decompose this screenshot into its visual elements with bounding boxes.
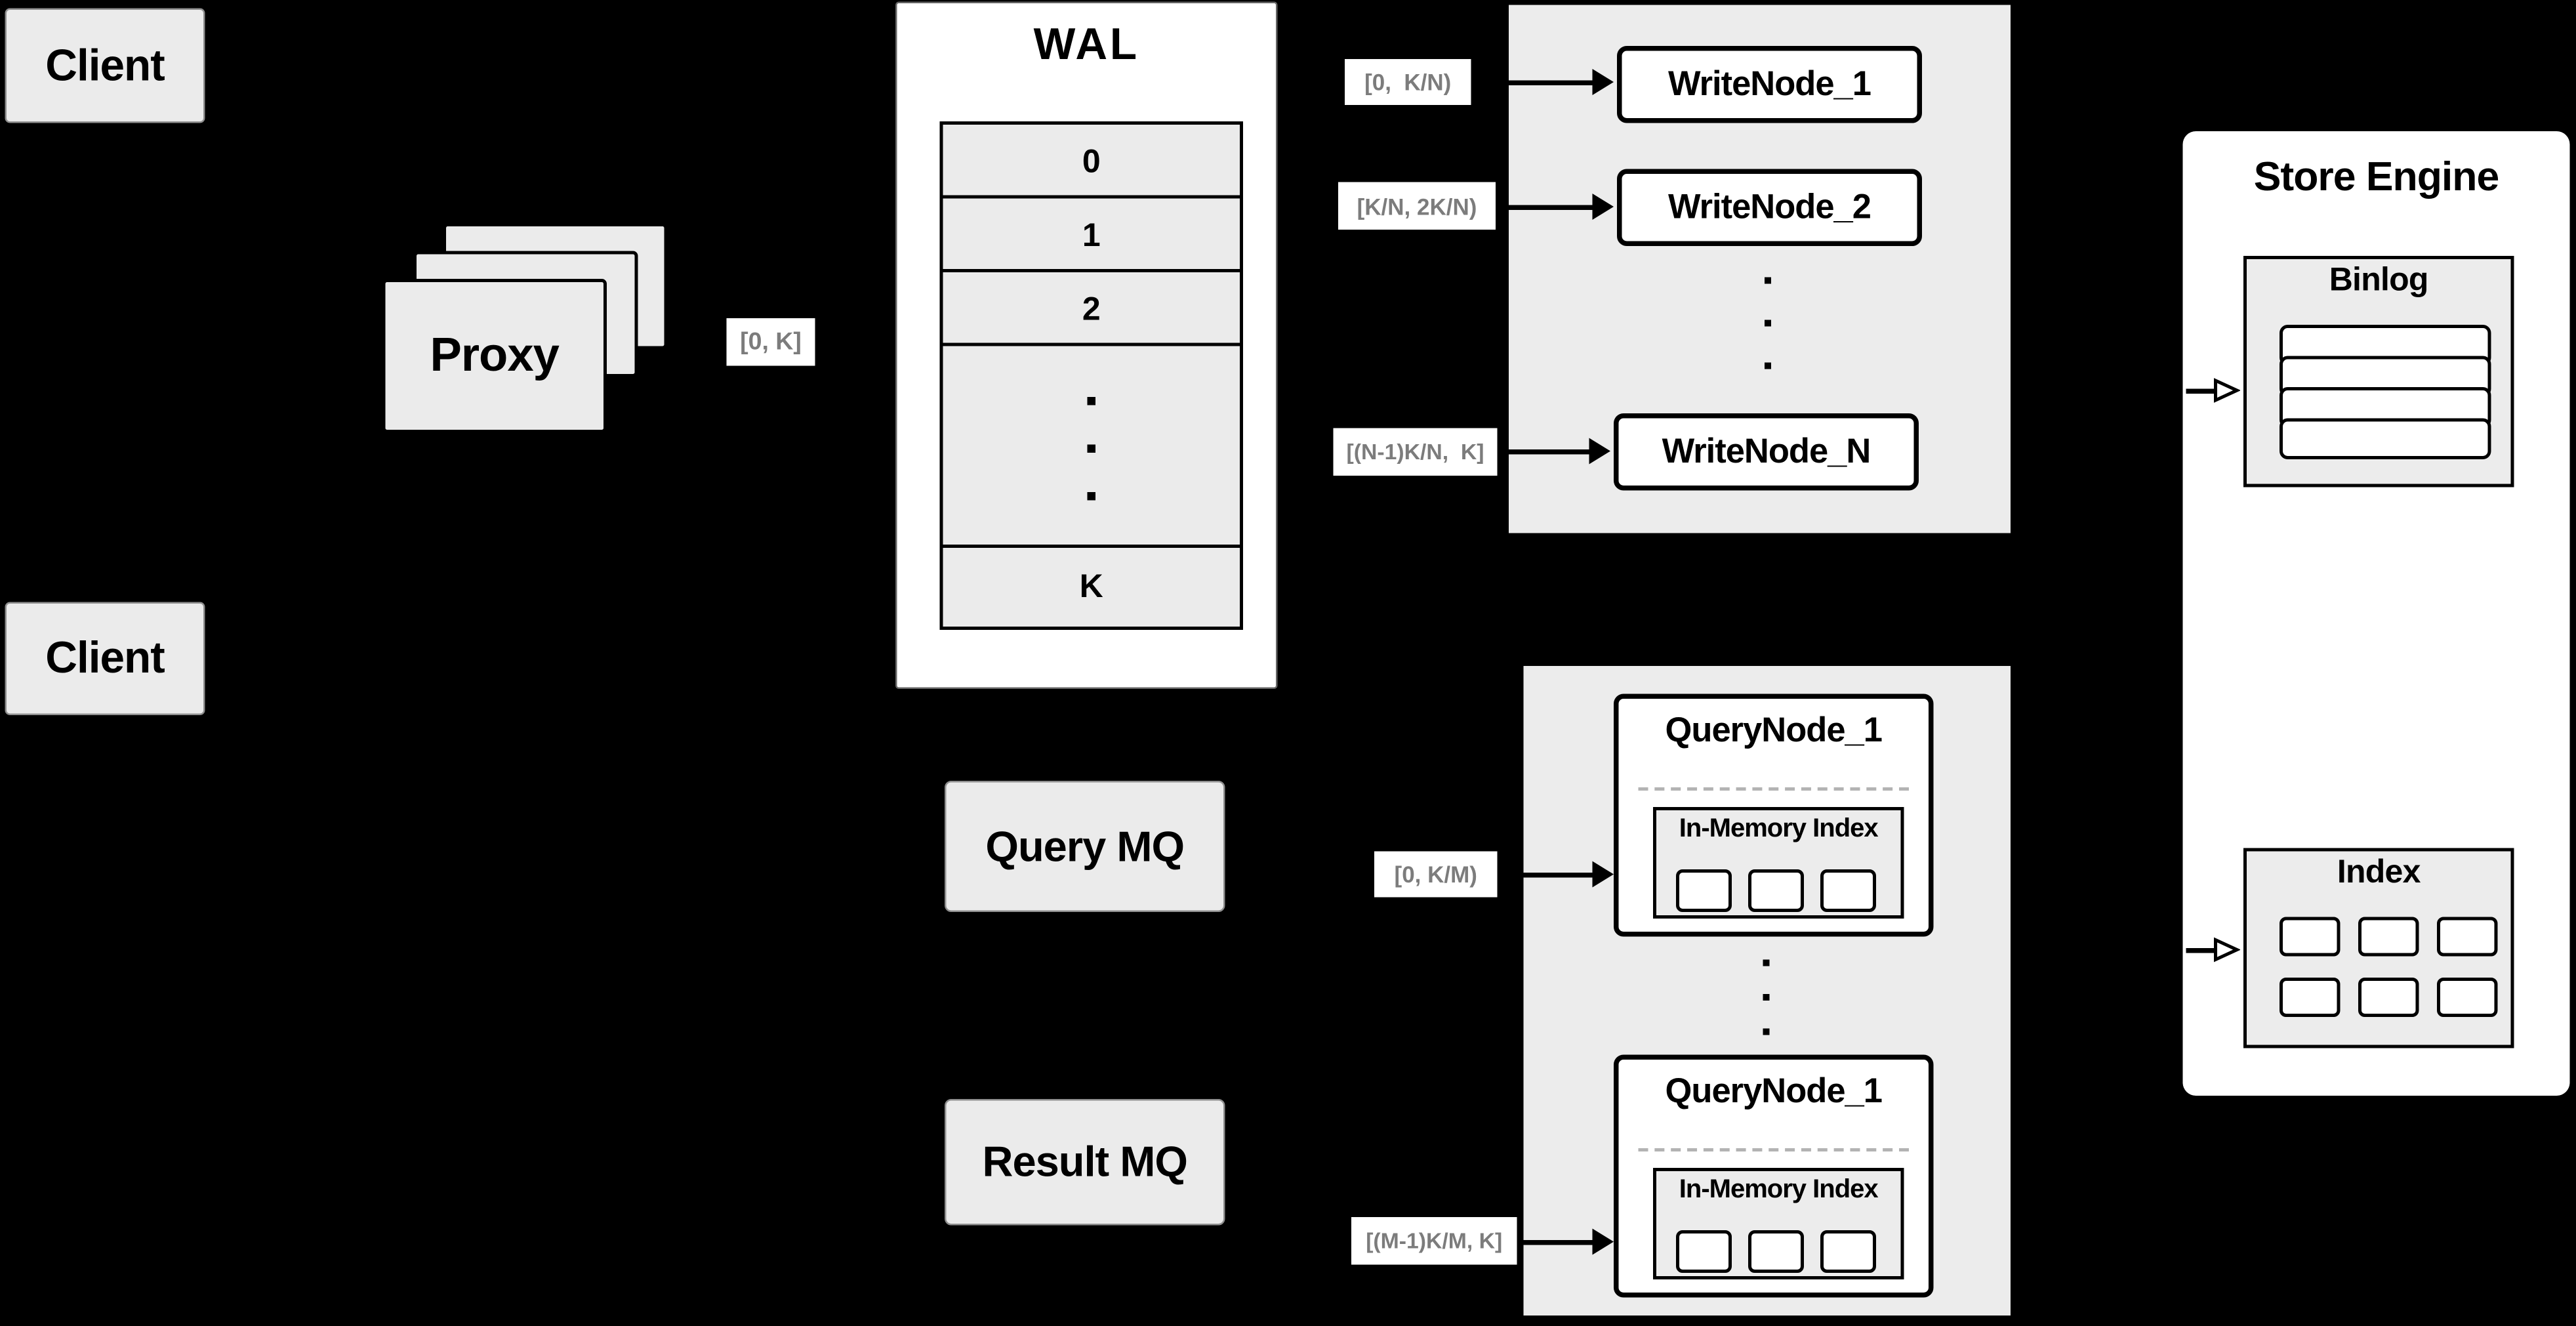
range-chip-proxy: [0, K] bbox=[726, 318, 815, 366]
index-box: Index bbox=[2243, 848, 2514, 1048]
client-top-box: Client bbox=[5, 8, 205, 123]
arrow-to-binlog bbox=[2186, 377, 2240, 404]
vertical-ellipsis bbox=[1758, 259, 1778, 387]
proxy-label: Proxy bbox=[430, 329, 560, 382]
wal-title: WAL bbox=[1033, 20, 1139, 69]
in-memory-index-title: In-Memory Index bbox=[1679, 815, 1879, 844]
segment-cell bbox=[1748, 1230, 1804, 1273]
index-cell bbox=[2358, 917, 2419, 957]
client-bottom-box: Client bbox=[5, 602, 205, 715]
vertical-ellipsis bbox=[1087, 377, 1095, 520]
index-cell bbox=[2280, 978, 2341, 1017]
store-engine-title: Store Engine bbox=[2253, 154, 2499, 200]
range-chip-write-1: [0, K/N) bbox=[1345, 59, 1471, 105]
wal-row-1: 1 bbox=[939, 195, 1243, 279]
write-node-n-label: WriteNode_N bbox=[1662, 432, 1871, 470]
index-cell bbox=[2280, 917, 2341, 957]
arrowhead-icon bbox=[1592, 69, 1614, 95]
in-memory-index-box: In-Memory Index bbox=[1653, 807, 1904, 919]
query-node-bottom-box: QueryNode_1 In-Memory Index bbox=[1614, 1054, 1934, 1298]
range-chip-write-n: [(N-1)K/N, K] bbox=[1333, 428, 1498, 476]
arrow-to-writenode-1 bbox=[1471, 69, 1614, 95]
query-node-top-box: QueryNode_1 In-Memory Index bbox=[1614, 694, 1934, 937]
wal-row-ellipsis bbox=[939, 342, 1243, 554]
arrow-to-index bbox=[2186, 937, 2240, 963]
range-chip-query-1: [0, K/M) bbox=[1374, 851, 1498, 898]
arrow-to-querynode-top bbox=[1497, 861, 1614, 888]
client-top-label: Client bbox=[45, 40, 165, 90]
segment-cell bbox=[1748, 869, 1804, 912]
arrow-to-querynode-bottom bbox=[1517, 1228, 1614, 1255]
segment-cell bbox=[1676, 869, 1732, 912]
dashed-divider bbox=[1638, 787, 1909, 791]
query-node-top-title: QueryNode_1 bbox=[1665, 712, 1883, 750]
vertical-ellipsis bbox=[1757, 945, 1776, 1048]
write-node-n-box: WriteNode_N bbox=[1614, 413, 1919, 491]
hollow-arrowhead-icon bbox=[2214, 937, 2240, 963]
write-node-1-label: WriteNode_1 bbox=[1668, 64, 1871, 103]
index-cell bbox=[2358, 978, 2419, 1017]
arrow-to-writenode-2 bbox=[1496, 194, 1614, 220]
client-bottom-label: Client bbox=[45, 633, 165, 682]
wal-box: WAL 0 1 2 K bbox=[895, 1, 1278, 689]
index-title: Index bbox=[2337, 854, 2421, 891]
query-mq-label: Query MQ bbox=[985, 821, 1185, 871]
dashed-divider bbox=[1638, 1148, 1909, 1151]
binlog-title: Binlog bbox=[2329, 262, 2429, 299]
binlog-box: Binlog bbox=[2243, 256, 2514, 487]
wal-row-0: 0 bbox=[939, 121, 1243, 205]
arrowhead-icon bbox=[1589, 438, 1610, 465]
segment-cell bbox=[1820, 1230, 1876, 1273]
index-cell bbox=[2437, 917, 2498, 957]
store-engine-box: Store Engine Binlog Index bbox=[2182, 131, 2570, 1096]
arrow-to-writenode-n bbox=[1497, 438, 1610, 465]
query-node-bottom-title: QueryNode_1 bbox=[1665, 1073, 1883, 1111]
arrowhead-icon bbox=[1592, 194, 1614, 220]
in-memory-index-box: In-Memory Index bbox=[1653, 1168, 1904, 1279]
index-cell bbox=[2437, 978, 2498, 1017]
query-mq-box: Query MQ bbox=[945, 781, 1225, 912]
write-node-1-box: WriteNode_1 bbox=[1617, 46, 1922, 123]
segment-cell bbox=[1820, 869, 1876, 912]
arrowhead-icon bbox=[1592, 1228, 1614, 1255]
proxy-box: Proxy bbox=[382, 279, 607, 433]
write-node-2-box: WriteNode_2 bbox=[1617, 169, 1922, 246]
in-memory-index-title: In-Memory Index bbox=[1679, 1176, 1879, 1205]
range-chip-write-2: [K/N, 2K/N) bbox=[1338, 182, 1496, 230]
hollow-arrowhead-icon bbox=[2214, 378, 2240, 403]
range-chip-query-m: [(M-1)K/M, K] bbox=[1351, 1217, 1517, 1265]
binlog-row bbox=[2280, 418, 2491, 459]
segment-cell bbox=[1676, 1230, 1732, 1273]
write-node-2-label: WriteNode_2 bbox=[1668, 188, 1871, 226]
result-mq-box: Result MQ bbox=[945, 1099, 1225, 1226]
result-mq-label: Result MQ bbox=[982, 1136, 1188, 1186]
wal-row-2: 2 bbox=[939, 269, 1243, 353]
wal-row-k: K bbox=[939, 545, 1243, 630]
arrowhead-icon bbox=[1592, 861, 1614, 888]
